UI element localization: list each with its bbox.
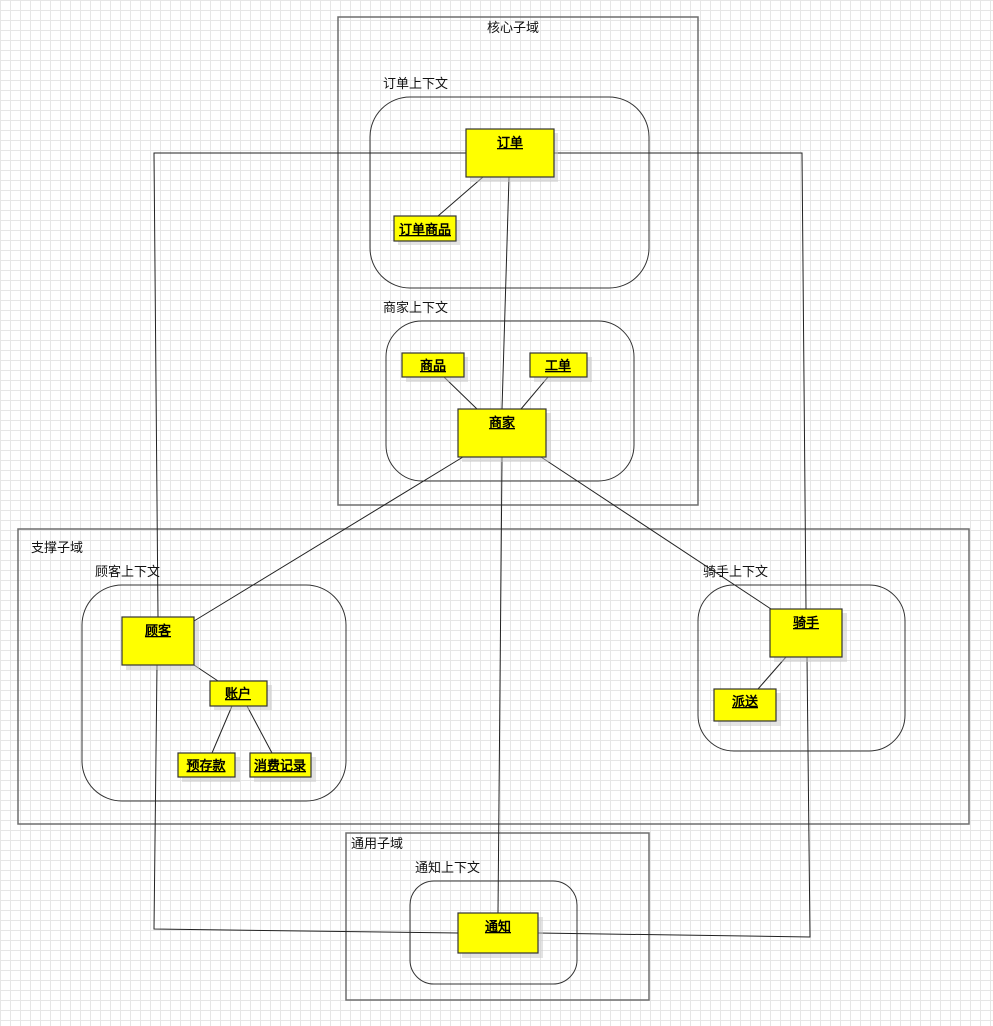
link-merchant-rider[interactable] — [540, 456, 772, 610]
link-order-rider-loop[interactable] — [554, 152, 807, 610]
entity-rider-label: 骑手 — [793, 615, 819, 631]
link-customer-notify[interactable] — [153, 664, 459, 934]
entity-product[interactable] — [401, 352, 465, 378]
generic-subdomain-box[interactable] — [345, 832, 650, 1001]
entity-merchant[interactable] — [457, 408, 547, 458]
order-context-box[interactable] — [369, 96, 650, 289]
notify-context-label: 通知上下文 — [415, 860, 480, 876]
entity-delivery[interactable] — [713, 688, 777, 722]
entity-deposit[interactable] — [177, 752, 236, 778]
core-subdomain-label: 核心子域 — [487, 21, 539, 36]
link-merchant-customer[interactable] — [193, 456, 464, 622]
entity-notification[interactable] — [457, 912, 539, 954]
merchant-context-box[interactable] — [385, 320, 635, 482]
entity-ticket-label: 工单 — [545, 358, 571, 374]
entity-merchant-label: 商家 — [489, 415, 516, 431]
entity-consumption[interactable] — [249, 752, 312, 778]
entity-customer[interactable] — [121, 616, 195, 666]
link-ticket-merchant[interactable] — [520, 376, 549, 410]
entity-delivery-label: 派送 — [732, 694, 759, 710]
entity-notification-label: 通知 — [485, 919, 511, 935]
link-rider-delivery[interactable] — [757, 656, 787, 690]
link-merchant-notify[interactable] — [497, 456, 503, 914]
link-rider-notify[interactable] — [537, 656, 811, 938]
entity-order-label: 订单 — [497, 135, 523, 151]
link-product-merchant[interactable] — [443, 376, 478, 410]
entity-ticket[interactable] — [529, 352, 588, 378]
link-account-deposit[interactable] — [211, 705, 233, 754]
rider-context-label: 骑手上下文 — [703, 565, 768, 580]
generic-subdomain-label: 通用子域 — [351, 837, 403, 852]
support-subdomain-box[interactable] — [17, 528, 970, 825]
link-order-merchant[interactable] — [501, 176, 510, 410]
core-subdomain-box[interactable] — [337, 16, 699, 506]
entity-deposit-label: 预存款 — [186, 758, 226, 774]
entity-order-item[interactable] — [393, 215, 457, 242]
entity-product-label: 商品 — [420, 358, 446, 374]
entity-rider[interactable] — [769, 608, 843, 658]
support-subdomain-label: 支撑子域 — [31, 541, 83, 556]
entity-order-item-label: 订单商品 — [399, 222, 451, 238]
merchant-context-label: 商家上下文 — [383, 300, 448, 316]
link-order-customer-loop[interactable] — [153, 152, 466, 618]
order-context-label: 订单上下文 — [383, 77, 448, 92]
entity-account-label: 账户 — [225, 686, 251, 702]
entity-customer-label: 顾客 — [145, 623, 172, 639]
entity-order[interactable] — [465, 128, 555, 178]
link-order-orderitem[interactable] — [437, 176, 484, 217]
entity-consumption-label: 消费记录 — [254, 758, 306, 774]
customer-context-box[interactable] — [81, 584, 347, 802]
customer-context-label: 顾客上下文 — [95, 564, 160, 580]
entity-account[interactable] — [209, 680, 268, 707]
link-account-consumption[interactable] — [246, 705, 273, 754]
rider-context-box[interactable] — [697, 584, 906, 752]
